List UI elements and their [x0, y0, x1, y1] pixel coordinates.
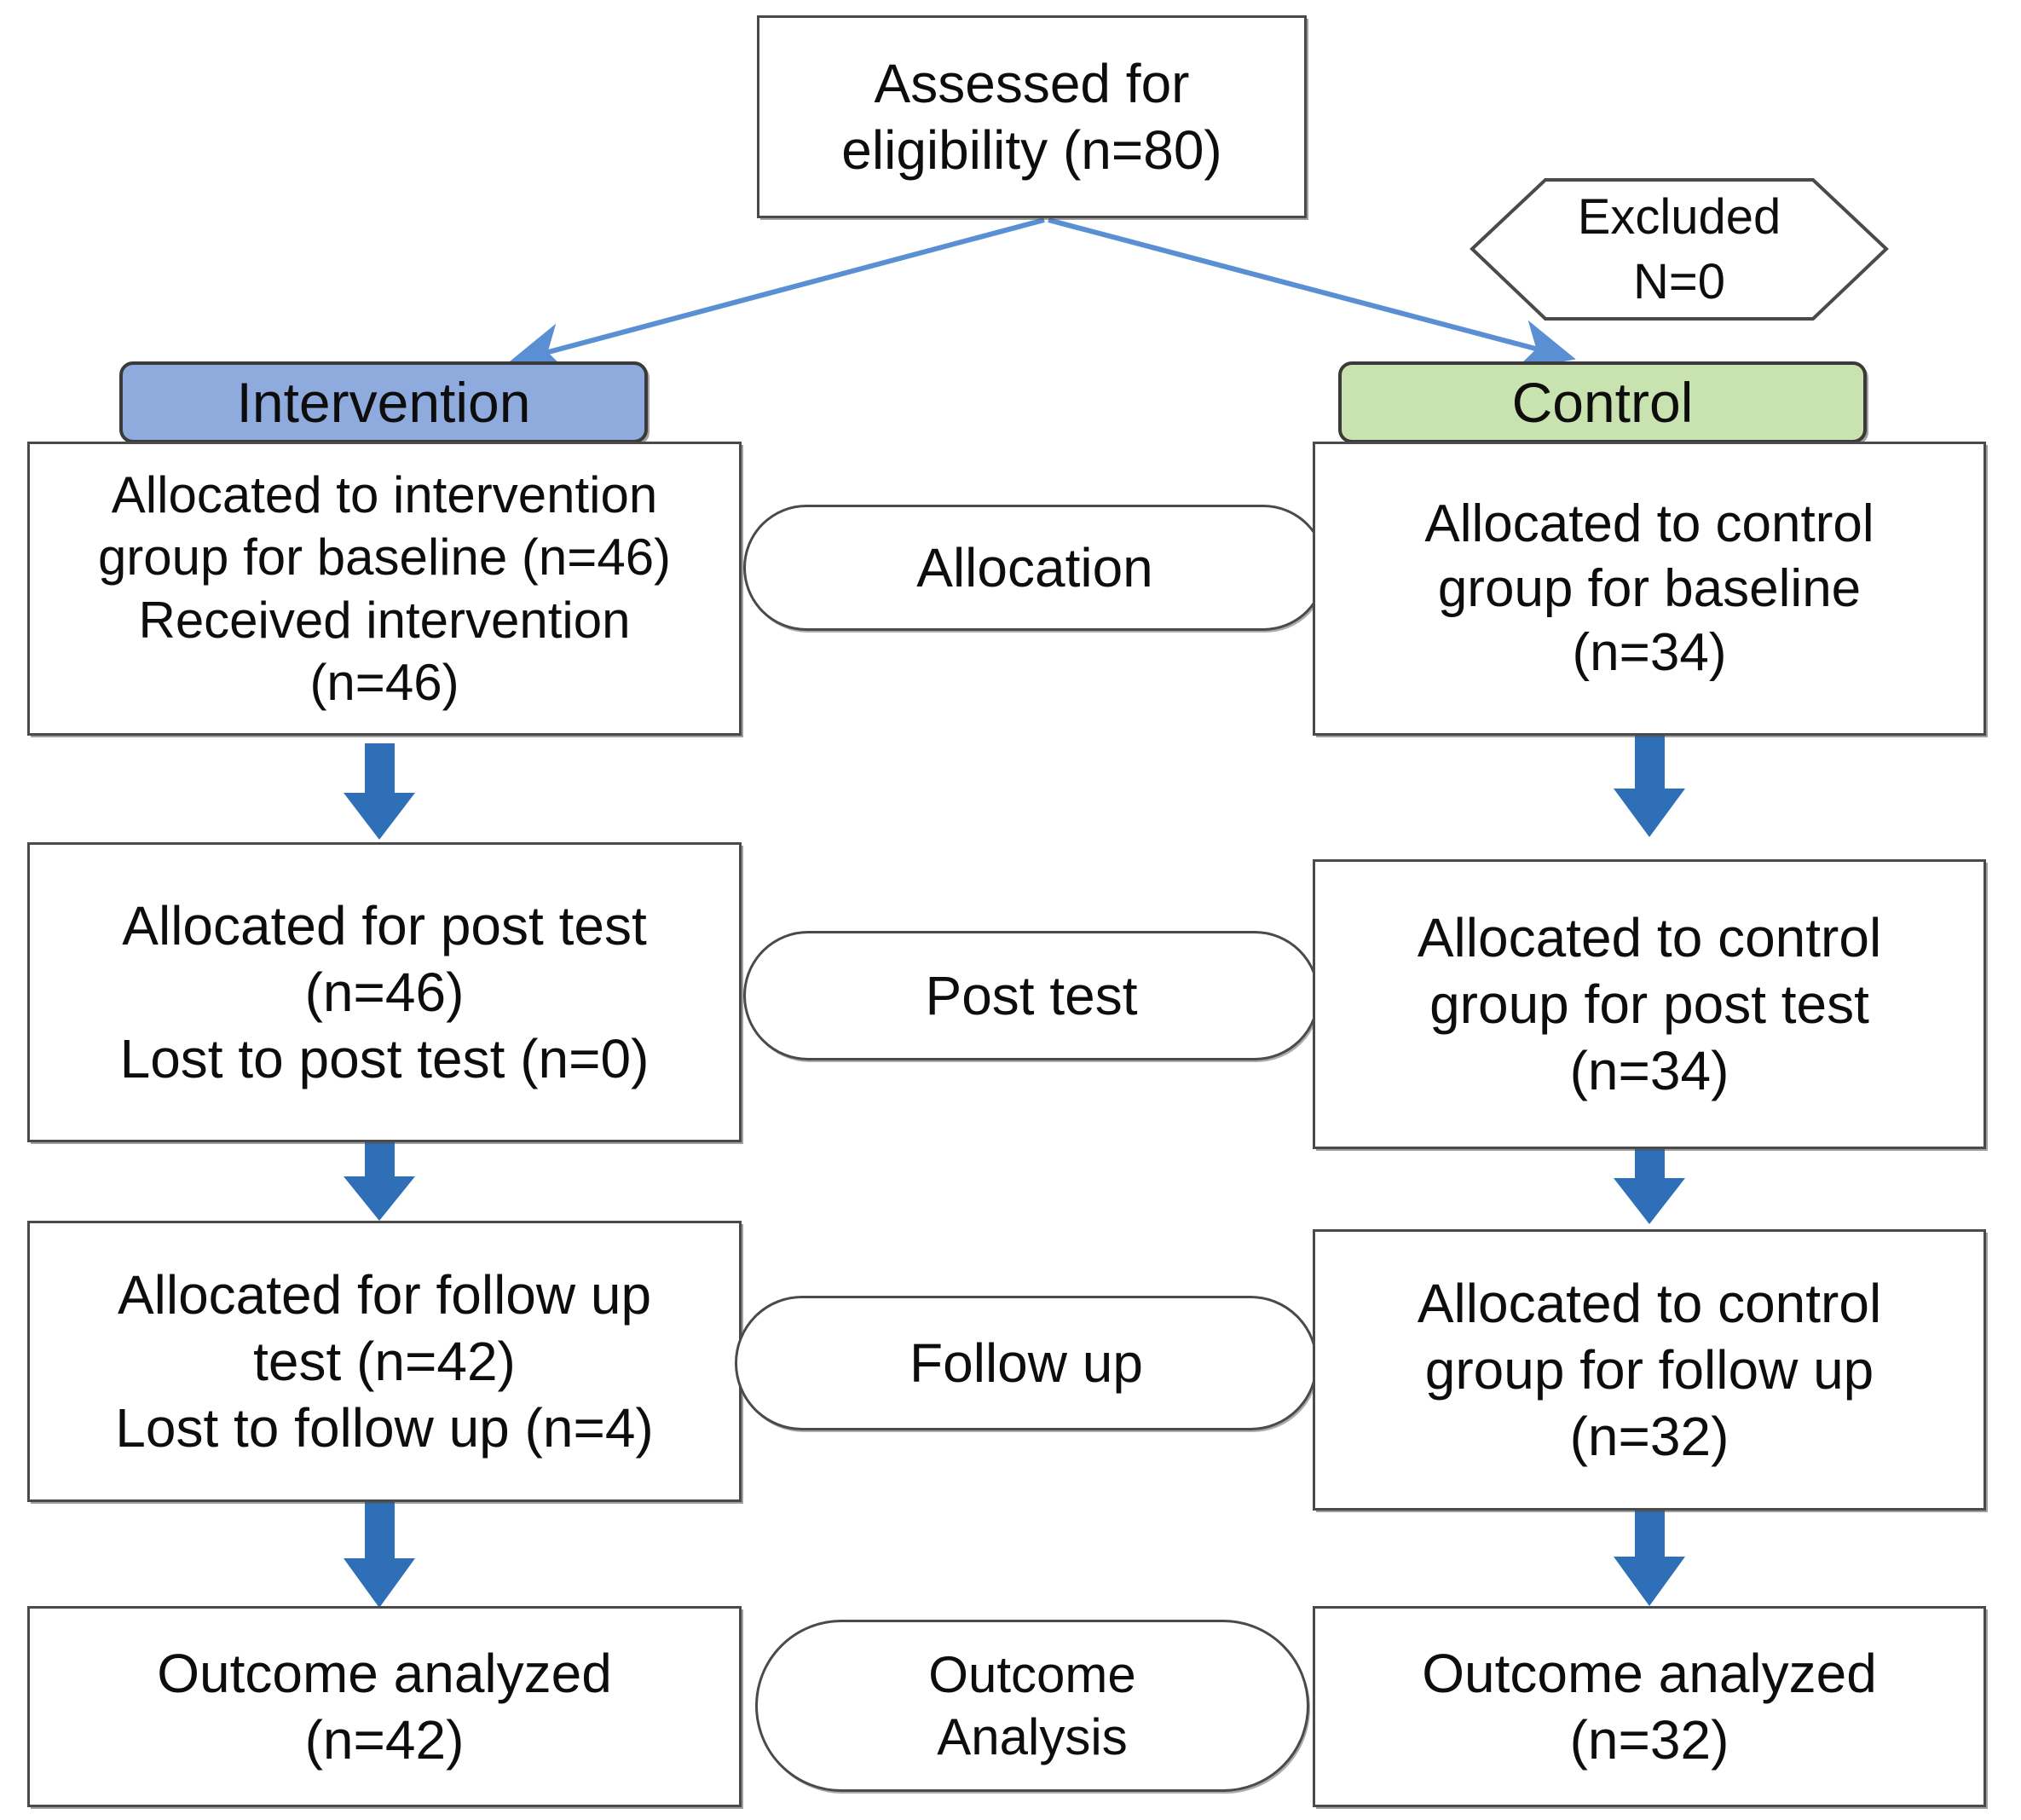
- hexagon-shape: [1470, 178, 1889, 321]
- box-intervention-posttest-text: Allocated for post test (n=46) Lost to p…: [119, 894, 650, 1090]
- excluded-hexagon: Excluded N=0: [1402, 175, 1956, 324]
- block-arrow-left-allocation-to-posttest: [344, 743, 415, 840]
- group-header-control-label: Control: [1511, 370, 1694, 434]
- enrollment-box: Assessed for eligibility (n=80): [757, 15, 1307, 218]
- stage-label-posttest: Post test: [743, 931, 1319, 1060]
- block-arrow-right-followup-to-outcome: [1614, 1500, 1685, 1606]
- box-control-allocation-text: Allocated to control group for baseline …: [1424, 494, 1874, 683]
- connector-to-intervention: [508, 217, 1045, 373]
- box-control-outcome: Outcome analyzed (n=32): [1313, 1606, 1986, 1807]
- box-control-outcome-text: Outcome analyzed (n=32): [1422, 1642, 1877, 1771]
- box-control-posttest-text: Allocated to control group for post test…: [1417, 906, 1882, 1102]
- group-header-intervention: Intervention: [119, 361, 648, 443]
- box-intervention-followup-text: Allocated for follow up test (n=42) Lost…: [115, 1263, 654, 1459]
- block-arrow-right-allocation-to-posttest: [1614, 735, 1685, 837]
- stage-label-outcome-analysis-text: Outcome Analysis: [928, 1645, 1136, 1765]
- stage-label-posttest-text: Post test: [925, 964, 1138, 1026]
- group-header-control: Control: [1338, 361, 1867, 443]
- block-arrow-left-followup-to-outcome: [344, 1502, 415, 1608]
- stage-label-allocation: Allocation: [743, 505, 1326, 631]
- enrollment-text: Assessed for eligibility (n=80): [841, 52, 1222, 181]
- block-arrow-left-posttest-to-followup: [344, 1142, 415, 1221]
- box-control-followup: Allocated to control group for follow up…: [1313, 1229, 1986, 1511]
- block-arrow-right-posttest-to-followup: [1614, 1141, 1685, 1224]
- box-intervention-followup: Allocated for follow up test (n=42) Lost…: [27, 1221, 742, 1502]
- box-control-posttest: Allocated to control group for post test…: [1313, 859, 1986, 1149]
- box-control-allocation: Allocated to control group for baseline …: [1313, 442, 1986, 736]
- stage-label-followup-text: Follow up: [909, 1332, 1143, 1394]
- box-intervention-allocation-text: Allocated to intervention group for base…: [97, 466, 672, 711]
- box-control-followup-text: Allocated to control group for follow up…: [1417, 1272, 1882, 1468]
- stage-label-outcome-analysis: Outcome Analysis: [755, 1620, 1309, 1792]
- box-intervention-posttest: Allocated for post test (n=46) Lost to p…: [27, 842, 742, 1142]
- box-intervention-outcome: Outcome analyzed (n=42): [27, 1606, 742, 1807]
- stage-label-followup: Follow up: [735, 1296, 1318, 1430]
- stage-label-allocation-text: Allocation: [916, 536, 1153, 598]
- box-intervention-allocation: Allocated to intervention group for base…: [27, 442, 742, 736]
- box-intervention-outcome-text: Outcome analyzed (n=42): [157, 1642, 612, 1771]
- group-header-intervention-label: Intervention: [236, 370, 531, 434]
- excluded-text: Excluded N=0: [1577, 189, 1781, 309]
